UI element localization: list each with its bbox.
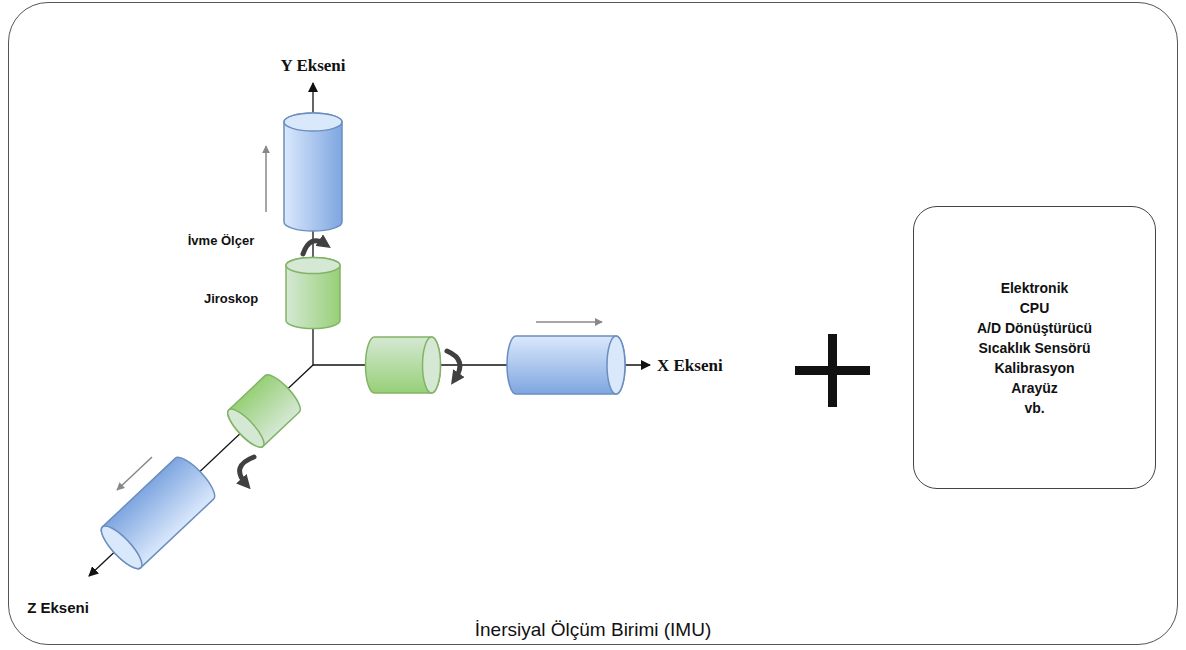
sensor-label: İvme Ölçer [188, 233, 255, 248]
direction-arrow [536, 321, 602, 323]
axis-label: Y Ekseni [280, 56, 345, 76]
direction-arrow [117, 457, 152, 490]
accelerometer-cylinder [284, 113, 342, 231]
component-item: Sıcaklık Sensörü [978, 338, 1090, 358]
z-axis [89, 365, 313, 576]
axes [89, 83, 650, 576]
accelerometer-cylinder [96, 452, 220, 574]
rotation-arrow [447, 351, 460, 379]
plus-sign [795, 334, 870, 407]
direction-arrows [117, 146, 602, 490]
electronics-box: ElektronikCPUA/D DönüştürücüSıcaklık Sen… [913, 206, 1156, 489]
frame-caption: İnersiyal Ölçüm Birimi (IMU) [475, 619, 711, 641]
component-item: A/D Dönüştürücü [977, 318, 1092, 338]
rotation-arrows [240, 241, 460, 484]
gyroscope-cylinder [286, 258, 340, 329]
axis-label: Z Ekseni [27, 599, 89, 616]
rotation-arrow [303, 241, 325, 254]
imu-frame: İnersiyal Ölçüm Birimi (IMU) ElektronikCP… [8, 2, 1178, 645]
component-item: Arayüz [1011, 378, 1058, 398]
gyroscope-cylinder [366, 337, 441, 393]
accelerometer-cylinder [507, 336, 625, 394]
gyroscope-cylinder [223, 370, 305, 452]
component-item: vb. [1024, 398, 1044, 418]
component-item: Elektronik [1001, 278, 1069, 298]
direction-arrow [265, 146, 267, 212]
component-item: Kalibrasyon [994, 358, 1074, 378]
sensor-label: Jiroskop [204, 291, 258, 306]
rotation-arrow [240, 457, 254, 484]
axis-label: X Ekseni [657, 356, 723, 376]
component-item: CPU [1020, 298, 1050, 318]
